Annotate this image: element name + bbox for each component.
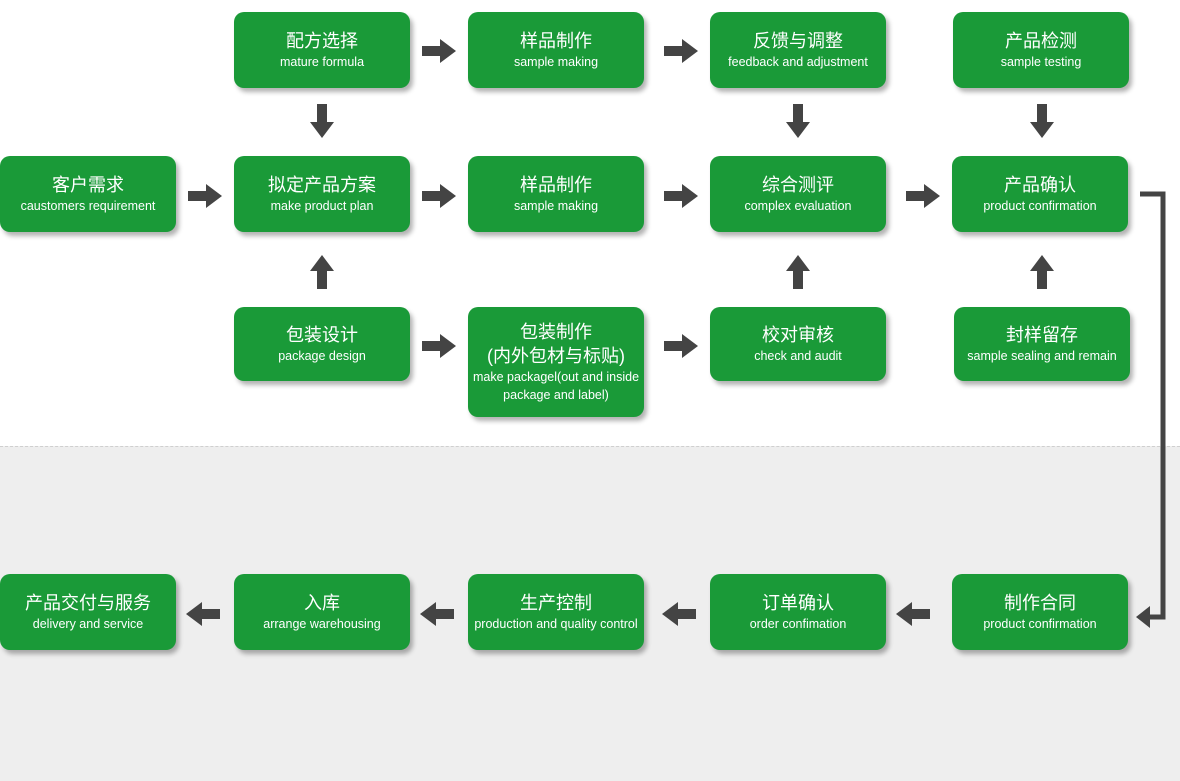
node-subtitle: complex evaluation	[744, 199, 852, 213]
node-subtitle: sample making	[513, 55, 599, 69]
arrow-left-icon	[420, 602, 454, 626]
connector-line	[1140, 191, 1166, 620]
node-feedback-adjustment: 反馈与调整 feedback and adjustment	[710, 12, 886, 88]
node-complex-evaluation: 综合测评 complex evaluation	[710, 156, 886, 232]
node-title: 样品制作	[520, 175, 592, 195]
node-title: 生产控制	[520, 593, 592, 613]
node-subtitle: sample making	[513, 199, 599, 213]
arrow-up-icon	[310, 255, 334, 289]
node-title: 制作合同	[1004, 593, 1076, 613]
node-sample-making-mid: 样品制作 sample making	[468, 156, 644, 232]
node-package-making: 包装制作 (内外包材与标贴) make packagel(out and ins…	[468, 307, 644, 417]
node-subtitle: product confirmation	[983, 199, 1097, 213]
node-package-design: 包装设计 package design	[234, 307, 410, 381]
node-subtitle: product confirmation	[983, 617, 1097, 631]
node-order-confirmation: 订单确认 order confimation	[710, 574, 886, 650]
node-title: 样品制作	[520, 31, 592, 51]
arrow-right-icon	[422, 334, 456, 358]
node-sample-making-top: 样品制作 sample making	[468, 12, 644, 88]
node-title-line2: (内外包材与标贴)	[487, 346, 625, 366]
node-subtitle: delivery and service	[32, 617, 144, 631]
arrow-left-icon	[662, 602, 696, 626]
arrow-right-icon	[422, 184, 456, 208]
node-warehousing: 入库 arrange warehousing	[234, 574, 410, 650]
node-subtitle: caustomers requirement	[20, 199, 156, 213]
arrow-right-icon	[422, 39, 456, 63]
node-mature-formula: 配方选择 mature formula	[234, 12, 410, 88]
node-title: 拟定产品方案	[268, 175, 376, 195]
node-customer-requirement: 客户需求 caustomers requirement	[0, 156, 176, 232]
node-subtitle: arrange warehousing	[263, 617, 381, 631]
node-contract: 制作合同 product confirmation	[952, 574, 1128, 650]
node-title: 配方选择	[286, 31, 358, 51]
node-make-product-plan: 拟定产品方案 make product plan	[234, 156, 410, 232]
node-title: 订单确认	[762, 593, 834, 613]
arrow-down-icon	[786, 104, 810, 138]
arrow-down-icon	[310, 104, 334, 138]
node-title: 反馈与调整	[753, 31, 843, 51]
node-subtitle: production and quality control	[474, 617, 638, 631]
node-title: 客户需求	[52, 175, 124, 195]
node-subtitle-line2: package and label)	[503, 388, 609, 402]
node-production: 生产控制 production and quality control	[468, 574, 644, 650]
node-title: 产品确认	[1004, 175, 1076, 195]
arrow-right-icon	[906, 184, 940, 208]
node-subtitle: package design	[278, 349, 366, 363]
node-subtitle: check and audit	[754, 349, 842, 363]
node-title: 入库	[304, 593, 340, 613]
node-product-confirmation: 产品确认 product confirmation	[952, 156, 1128, 232]
arrow-left-icon	[1136, 606, 1150, 628]
arrow-left-icon	[186, 602, 220, 626]
node-title: 包装设计	[286, 325, 358, 345]
node-sample-testing: 产品检测 sample testing	[953, 12, 1129, 88]
node-title: 综合测评	[762, 175, 834, 195]
node-sample-sealing: 封样留存 sample sealing and remain	[954, 307, 1130, 381]
node-title: 产品检测	[1005, 31, 1077, 51]
node-subtitle: sample testing	[1000, 55, 1082, 69]
node-delivery-service: 产品交付与服务 delivery and service	[0, 574, 176, 650]
node-subtitle: make packagel(out and inside	[472, 370, 640, 384]
node-subtitle: feedback and adjustment	[728, 55, 868, 69]
node-subtitle: mature formula	[279, 55, 365, 69]
arrow-up-icon	[786, 255, 810, 289]
arrow-right-icon	[664, 39, 698, 63]
node-title: 封样留存	[1006, 325, 1078, 345]
node-subtitle: sample sealing and remain	[967, 349, 1117, 363]
node-subtitle: order confimation	[749, 617, 847, 631]
arrow-up-icon	[1030, 255, 1054, 289]
arrow-down-icon	[1030, 104, 1054, 138]
arrow-right-icon	[188, 184, 222, 208]
node-title: 产品交付与服务	[25, 593, 151, 613]
arrow-right-icon	[664, 184, 698, 208]
node-subtitle: make product plan	[270, 199, 374, 213]
arrow-right-icon	[664, 334, 698, 358]
arrow-left-icon	[896, 602, 930, 626]
node-title: 校对审核	[762, 325, 834, 345]
node-title: 包装制作	[520, 322, 592, 342]
node-check-audit: 校对审核 check and audit	[710, 307, 886, 381]
